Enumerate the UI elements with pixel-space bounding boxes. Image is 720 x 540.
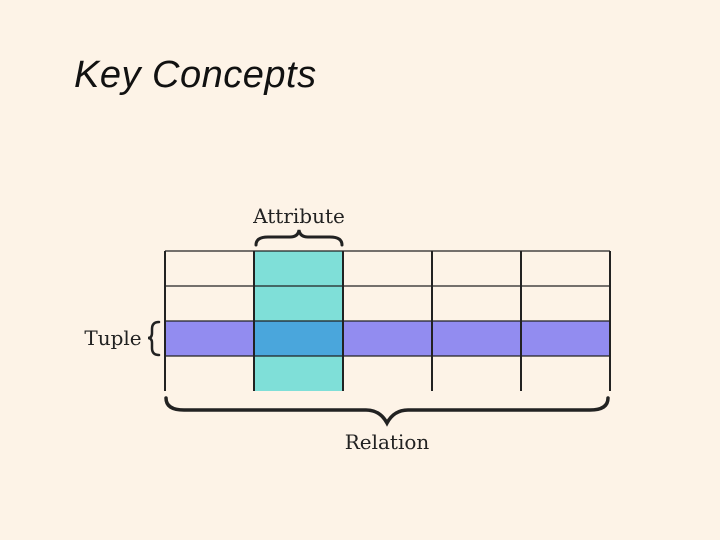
tuple-brace xyxy=(147,320,161,357)
tuple-row-highlight xyxy=(165,321,610,356)
relation-brace xyxy=(164,396,610,427)
attribute-label: Attribute xyxy=(252,204,345,228)
slide-title: Key Concepts xyxy=(74,54,317,96)
relation-label: Relation xyxy=(345,430,430,454)
table-grid xyxy=(164,250,611,391)
overlap-cell-highlight xyxy=(254,321,343,356)
tuple-label: Tuple xyxy=(84,326,141,350)
attribute-brace xyxy=(254,229,344,247)
